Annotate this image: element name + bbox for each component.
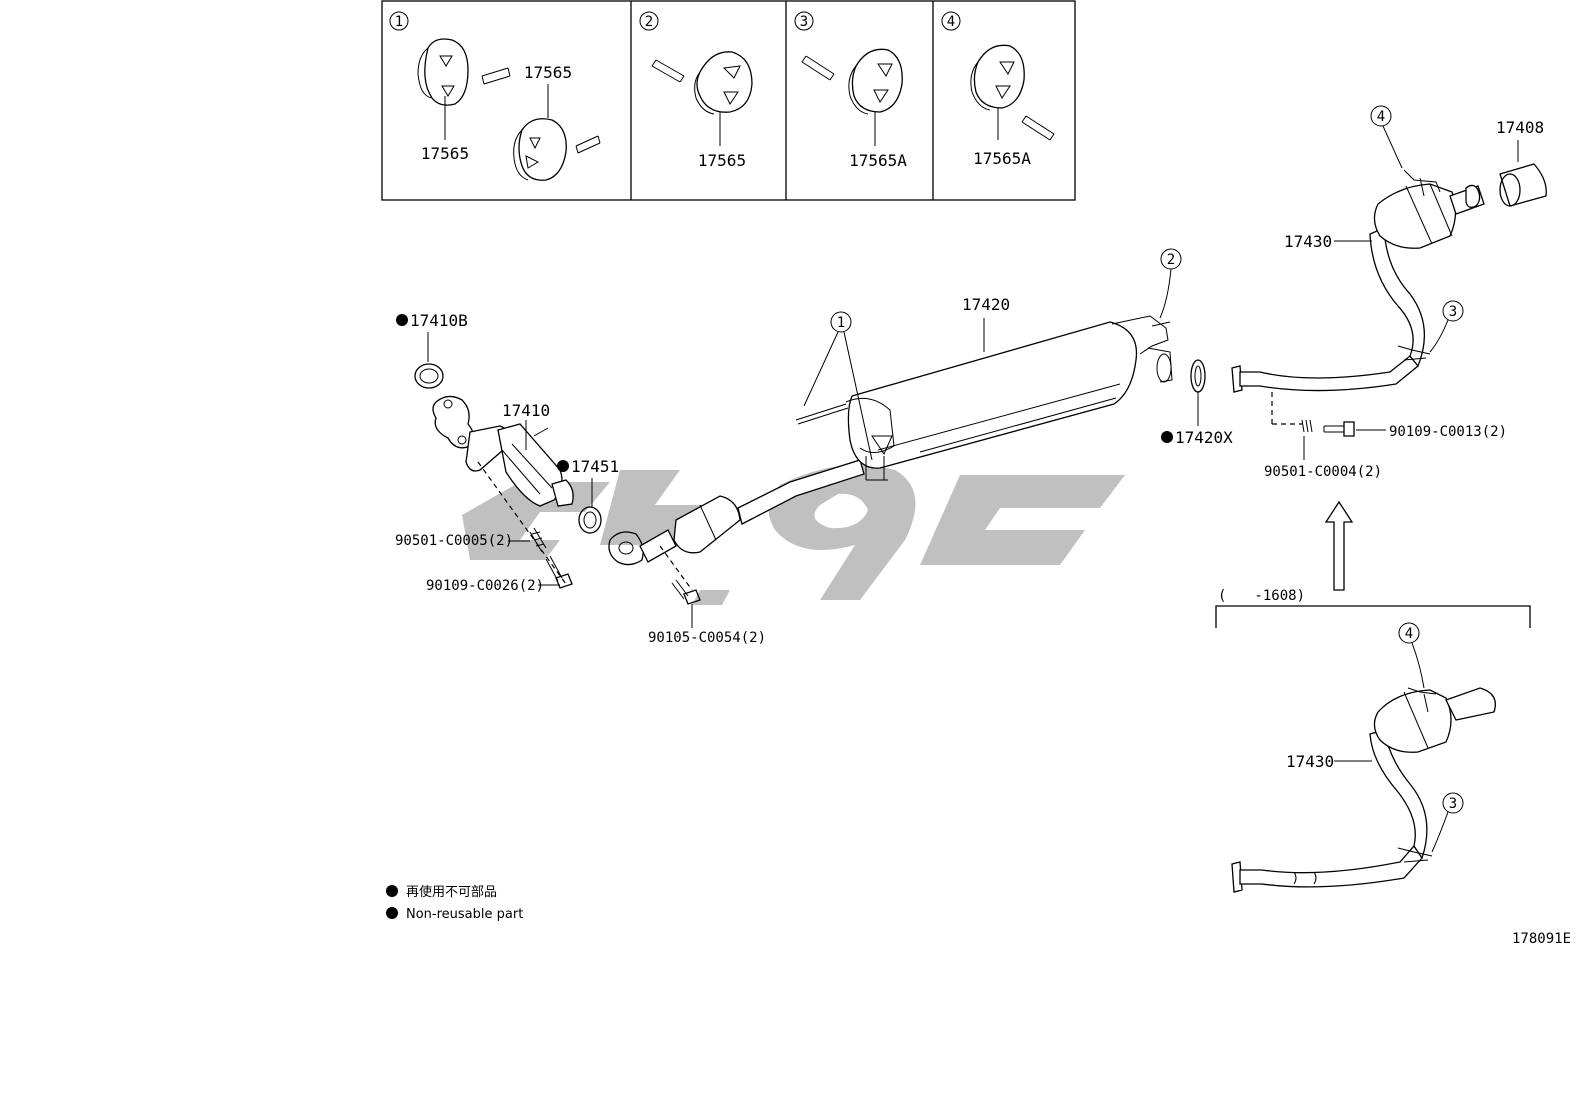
- part-label-17420x: 17420X: [1175, 428, 1233, 447]
- variant-note: ( -1608): [1218, 588, 1305, 604]
- callout-circle-3-alt: [1442, 792, 1464, 814]
- flange-bolt-icon: [1323, 421, 1355, 437]
- rubber-hanger-icon: [970, 44, 1025, 111]
- part-label: 17565A: [849, 151, 907, 170]
- inset-number-circle: [794, 11, 814, 31]
- part-label-90501-c0005: 90501-C0005(2): [395, 533, 513, 549]
- part-label-17451: 17451: [571, 457, 619, 476]
- rubber-hanger-icon: [417, 38, 469, 106]
- tail-tip-icon: [1499, 163, 1547, 207]
- part-label-17408: 17408: [1496, 118, 1544, 137]
- flange-bolt-icon: [671, 579, 701, 605]
- gasket-ring-icon: [1190, 359, 1206, 393]
- center-exhaust-pipe-icon: [608, 315, 1173, 566]
- part-label-90109-c0026: 90109-C0026(2): [426, 578, 544, 594]
- legend-jp: 再使用不可部品: [406, 884, 497, 900]
- part-label-90501-c0004: 90501-C0004(2): [1264, 464, 1382, 480]
- flange-bolt-icon: [545, 555, 573, 589]
- part-label-17410b: 17410B: [410, 311, 468, 330]
- hanger-rod-icon: [1021, 115, 1055, 141]
- tail-pipe-alt-group: 4 3 17430: [1231, 622, 1497, 893]
- inset-number-circle: [941, 11, 961, 31]
- rubber-hanger-icon: [848, 48, 903, 115]
- rubber-hanger-icon: [513, 118, 567, 181]
- callout-3: 3: [1449, 304, 1457, 320]
- hanger-rod-icon: [481, 67, 511, 85]
- hanger-rod-icon: [801, 55, 835, 81]
- front-pipe-group: 17410B 17410 17451: [395, 311, 619, 594]
- part-label-17430-alt: 17430: [1286, 752, 1334, 771]
- center-muffler-group: 1 17420 2 17420X 90105-C0054(2): [608, 248, 1233, 646]
- inset-number: 1: [395, 14, 403, 30]
- part-label: 17565: [698, 151, 746, 170]
- tail-pipe-alt-assembly-icon: [1231, 687, 1497, 893]
- callout-circle-4: [1370, 105, 1392, 127]
- callout-3-alt: 3: [1449, 796, 1457, 812]
- gasket-ring-icon: [578, 506, 602, 534]
- callout-4: 4: [1377, 109, 1385, 125]
- part-label-17420: 17420: [962, 295, 1010, 314]
- callout-4-alt: 4: [1405, 626, 1413, 642]
- non-reusable-dot: [396, 314, 408, 326]
- non-reusable-dot: [1161, 431, 1173, 443]
- rubber-hanger-icon: [694, 51, 753, 115]
- part-label-17430: 17430: [1284, 232, 1332, 251]
- inset-3: 3 17565A: [794, 11, 907, 170]
- part-label: 17565: [421, 144, 469, 163]
- inset-number: 3: [800, 14, 808, 30]
- inset-number: 2: [645, 14, 653, 30]
- tail-pipe-group: 17408 4 3 17430 90109-C0013(2) 90501-C00…: [1231, 105, 1547, 480]
- stud-bolt-icon: [529, 527, 547, 553]
- part-label-17410: 17410: [502, 401, 550, 420]
- inset-number-circle: [639, 11, 659, 31]
- inset-2: 2 17565: [639, 11, 753, 170]
- callout-circle-3: [1442, 300, 1464, 322]
- non-reusable-dot: [557, 460, 569, 472]
- callout-2: 2: [1167, 252, 1175, 268]
- inset-4: 4 17565A: [941, 11, 1055, 168]
- legend-en: Non-reusable part: [406, 907, 523, 922]
- gasket-ring-icon: [414, 363, 444, 389]
- legend-dot: [386, 885, 398, 897]
- callout-circle-1: [830, 311, 852, 333]
- part-label: 17565: [524, 63, 572, 82]
- inset-box: [381, 0, 1076, 201]
- hanger-rod-icon: [651, 59, 685, 83]
- inset-1: 1 17565 17565: [389, 11, 601, 181]
- front-exhaust-pipe-icon: [432, 395, 574, 507]
- part-label: 17565A: [973, 149, 1031, 168]
- tail-pipe-assembly-icon: [1231, 169, 1485, 393]
- stud-bolt-icon: [1301, 419, 1313, 433]
- variant-indicator: ( -1608): [1215, 500, 1531, 628]
- callout-circle-4-alt: [1398, 622, 1420, 644]
- figure-id: 178091E: [1512, 931, 1571, 947]
- callout-1: 1: [837, 315, 845, 331]
- part-label-90109-c0013: 90109-C0013(2): [1389, 424, 1507, 440]
- legend: 再使用不可部品 Non-reusable part: [386, 884, 523, 922]
- part-label-90105-c0054: 90105-C0054(2): [648, 630, 766, 646]
- inset-number: 4: [947, 14, 955, 30]
- legend-dot: [386, 907, 398, 919]
- inset-number-circle: [389, 11, 409, 31]
- hanger-rod-icon: [575, 135, 601, 154]
